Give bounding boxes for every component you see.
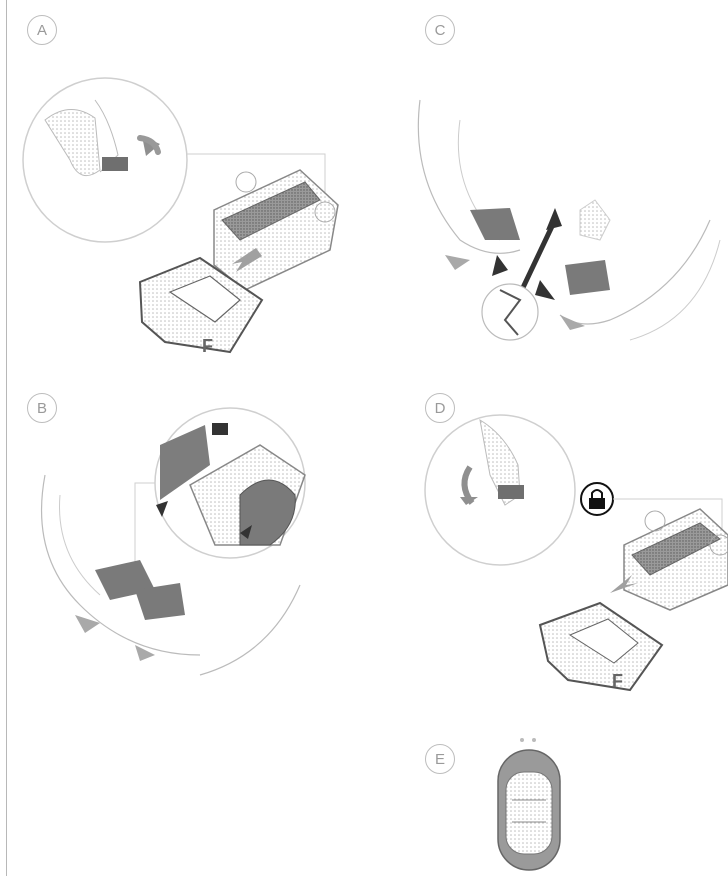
lock-icon-badge	[581, 483, 613, 515]
panel-d-illustration: F	[400, 405, 728, 705]
panel-e-illustration	[490, 730, 570, 876]
panel-c-illustration	[400, 90, 728, 350]
magnifier-circle-d	[425, 415, 575, 565]
battery-indicator-inner	[506, 772, 552, 854]
panel-b-illustration	[30, 405, 330, 705]
step-label-c: C	[425, 15, 455, 45]
magnifier-circle-a	[23, 78, 187, 242]
step-label-a: A	[27, 15, 57, 45]
device-body-d	[624, 509, 728, 610]
magnifier-circle-b	[155, 408, 305, 558]
battery-letter-d: F	[612, 671, 623, 691]
battery-pack-d	[540, 603, 662, 690]
panel-a-illustration: F	[0, 60, 360, 360]
step-label-e: E	[425, 744, 455, 774]
battery-letter-a: F	[202, 336, 213, 356]
arrow-head-up-c	[546, 208, 562, 230]
device-body-a	[214, 170, 338, 290]
